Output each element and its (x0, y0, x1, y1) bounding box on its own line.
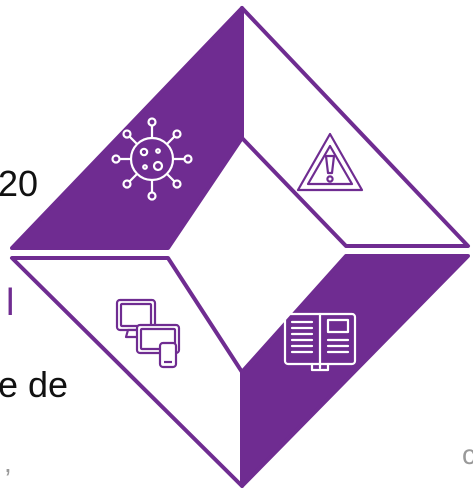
devices-icon (115, 298, 181, 369)
quadrant-top-right (240, 6, 470, 248)
virus-icon (111, 117, 193, 201)
background-text-fragment: e de (0, 364, 69, 405)
background-text-fragment: l (6, 282, 15, 324)
warning-icon (296, 132, 364, 192)
background-text-fragment: c (462, 439, 473, 470)
center-diamond (170, 142, 344, 368)
book-icon (283, 312, 357, 372)
background-text-fragment: 20 (0, 163, 39, 204)
background-text-fragment: , (4, 447, 12, 478)
